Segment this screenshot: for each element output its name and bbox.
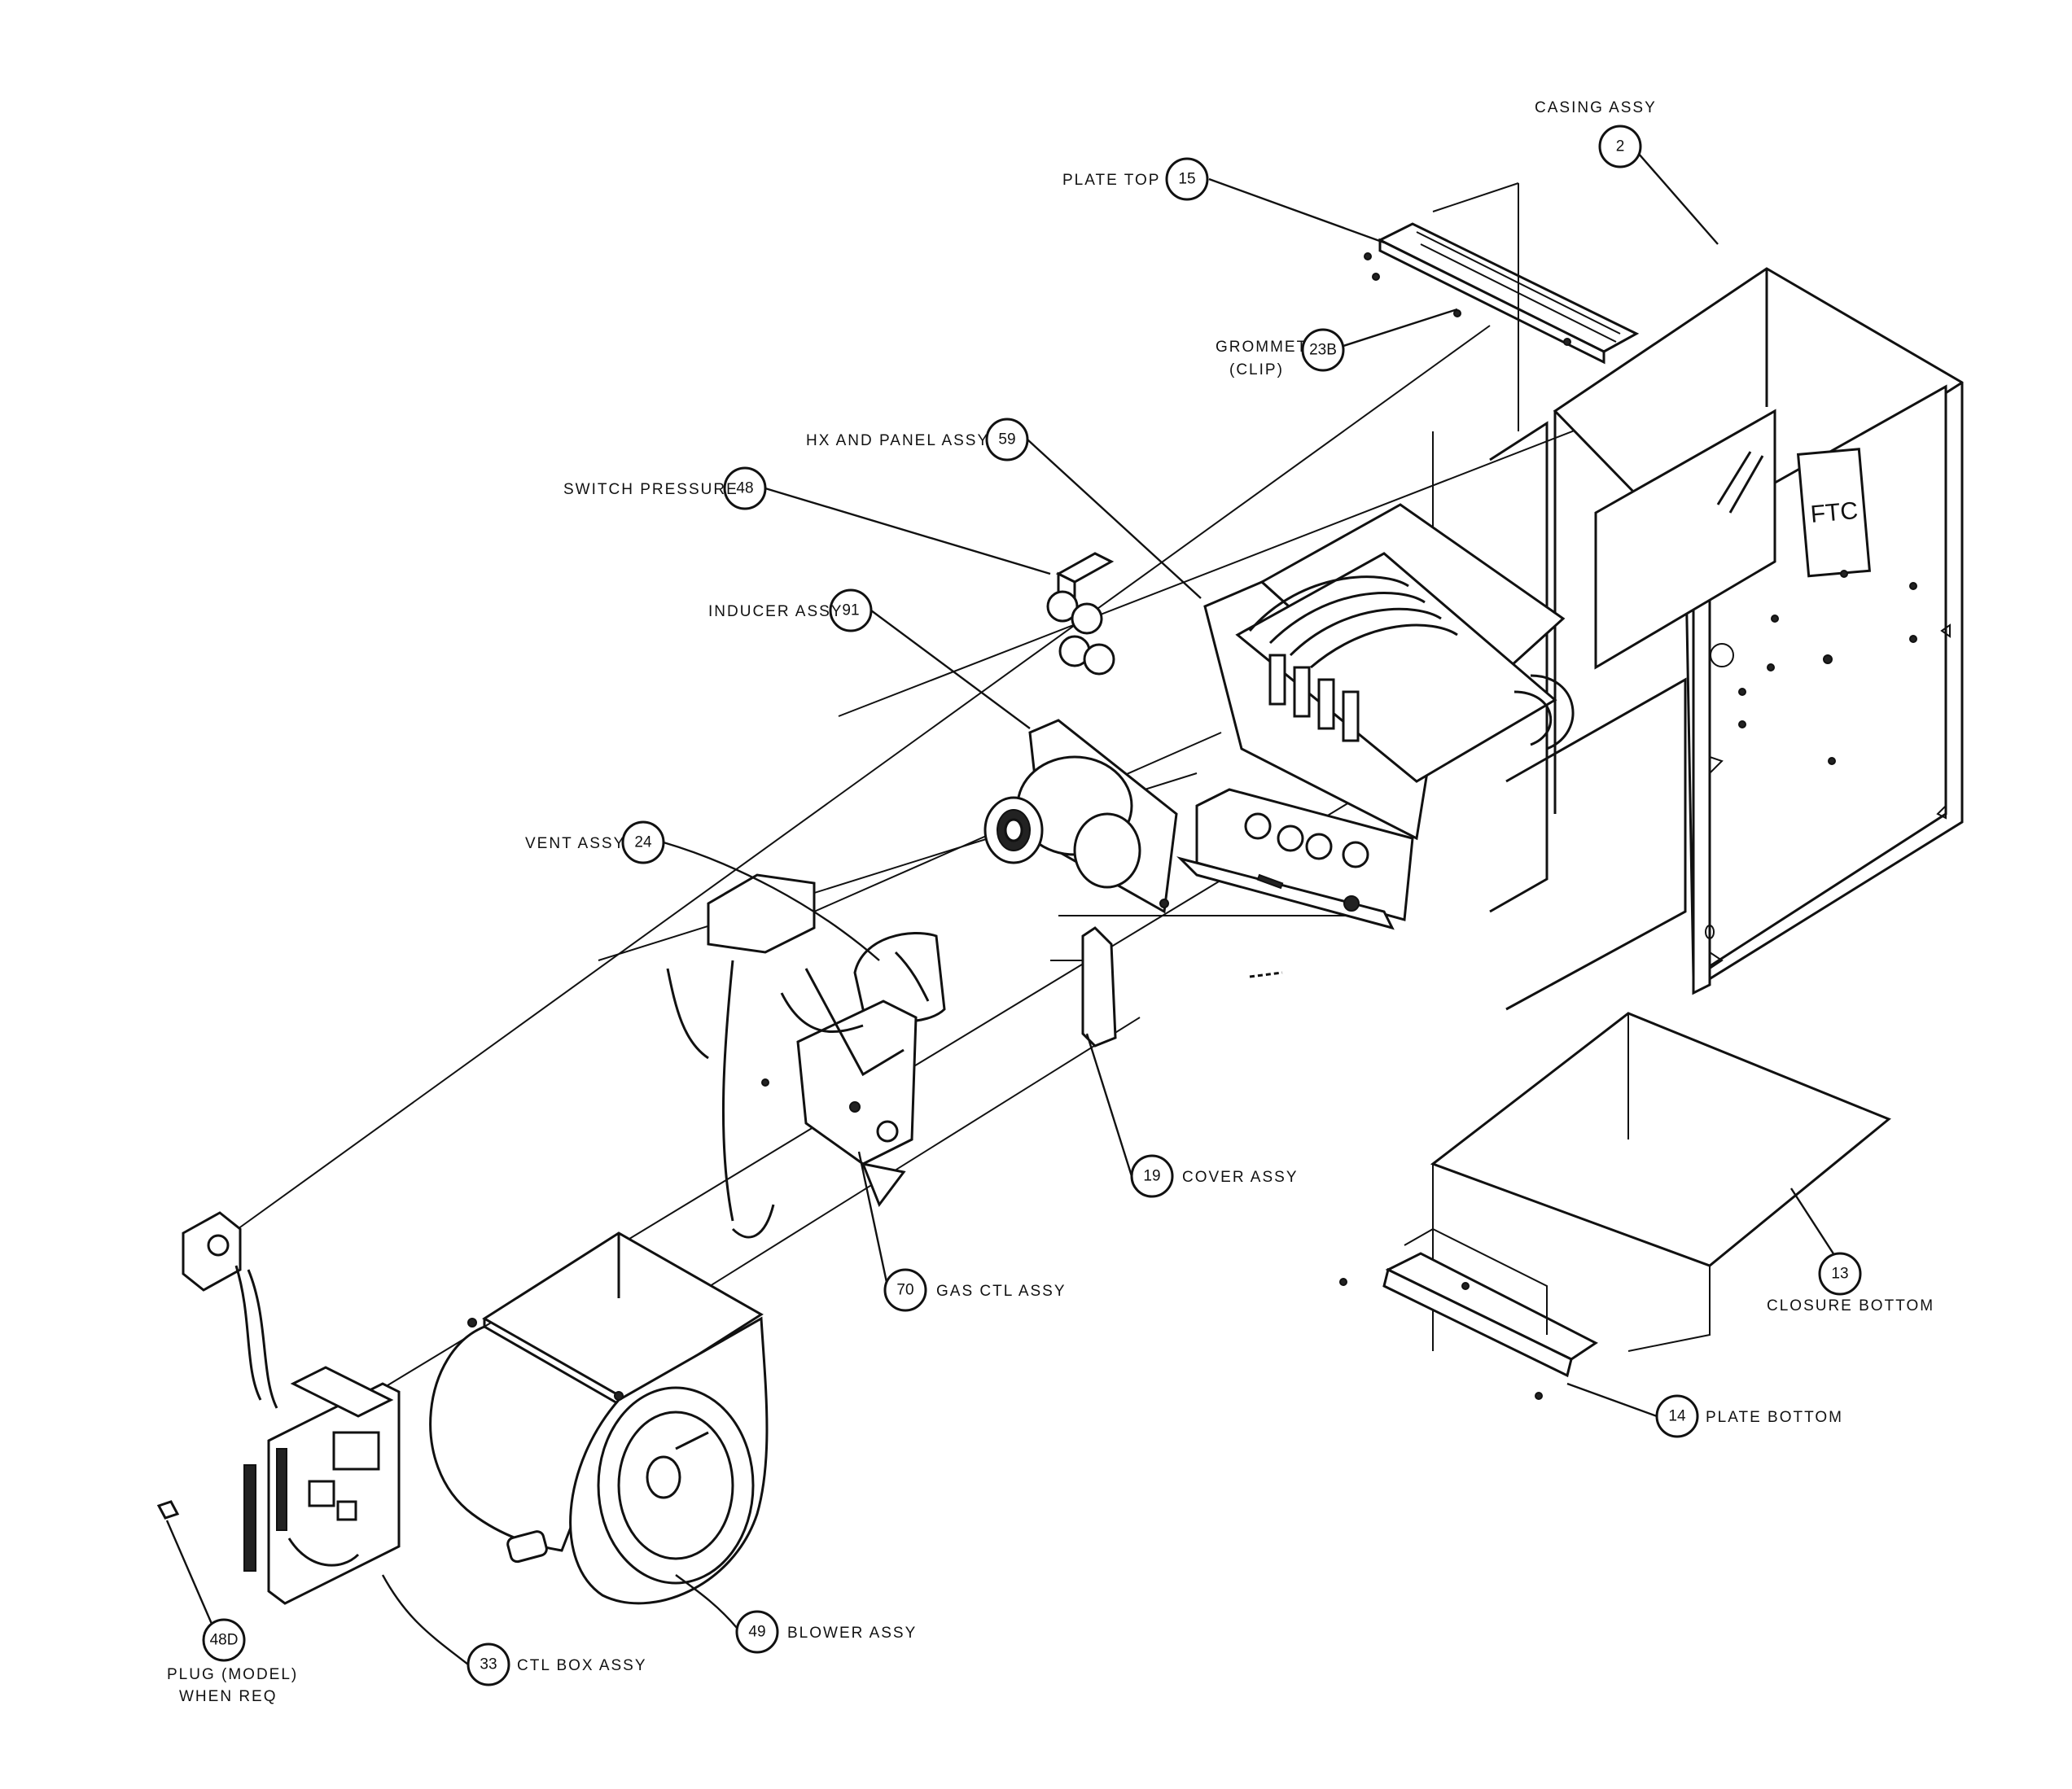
callout-grommet-label: GROMMET	[1216, 339, 1308, 356]
callout-ctl-box-number: 33	[480, 1656, 497, 1673]
callout-vent-bubble	[621, 820, 665, 864]
callout-casing-assy: 2 CASING ASSY	[1535, 99, 1719, 245]
callout-inducer-bubble	[829, 588, 873, 632]
control-box-part	[156, 1211, 401, 1605]
callout-vent-label: VENT ASSY	[525, 835, 625, 852]
projection-lines	[231, 325, 1678, 1409]
callout-casing-label: CASING ASSY	[1535, 99, 1657, 116]
callout-plate-bottom-bubble	[1655, 1394, 1699, 1438]
callout-inducer: 91 INDUCER ASSY	[708, 588, 1031, 729]
callout-switch-pressure-number: 48	[736, 480, 753, 497]
callout-plate-top-number: 15	[1178, 171, 1195, 188]
casing-assembly	[1489, 267, 1964, 1011]
callout-grommet-bubble	[1301, 328, 1345, 372]
callout-blower-label: BLOWER ASSY	[787, 1625, 917, 1642]
callout-ctl-box: 33 CTL BOX ASSY	[381, 1574, 647, 1686]
callout-closure-bottom-label: CLOSURE BOTTOM	[1767, 1297, 1934, 1314]
inducer-part	[983, 719, 1178, 914]
callout-plate-bottom: 14 PLATE BOTTOM	[1566, 1382, 1843, 1438]
callout-plug-label-2: WHEN REQ	[179, 1688, 278, 1705]
blower-part	[429, 1231, 769, 1605]
callout-inducer-label: INDUCER ASSY	[708, 603, 843, 620]
callout-grommet: 23B GROMMET (CLIP)	[1216, 308, 1458, 378]
callout-gas-ctl: 70 GAS CTL ASSY	[857, 1151, 1067, 1312]
callout-inducer-number: 91	[842, 602, 859, 619]
cover-part	[1050, 926, 1283, 1048]
callout-hx-panel-bubble	[985, 418, 1029, 461]
plate-bottom-part	[1339, 1227, 1598, 1400]
callout-cover-label: COVER ASSY	[1182, 1169, 1299, 1186]
callout-cover-bubble	[1130, 1154, 1174, 1198]
callout-plug-number: 48D	[210, 1632, 239, 1649]
callout-plate-bottom-number: 14	[1668, 1408, 1686, 1425]
callout-plug-bubble	[202, 1618, 246, 1662]
callout-switch-pressure: 48 SWITCH PRESSURE	[563, 466, 1051, 575]
callout-blower-number: 49	[748, 1624, 765, 1641]
callout-plug-label: PLUG (MODEL)	[167, 1666, 298, 1683]
callout-plate-top-label: PLATE TOP	[1062, 172, 1160, 189]
callout-casing-number: 2	[1616, 138, 1625, 155]
callout-blower: 49 BLOWER ASSY	[675, 1574, 917, 1654]
callout-ctl-box-label: CTL BOX ASSY	[517, 1657, 647, 1674]
callout-ctl-box-bubble	[467, 1642, 510, 1686]
callout-switch-pressure-label: SWITCH PRESSURE	[563, 481, 738, 498]
switch-pressure-part	[1046, 552, 1115, 676]
callout-gas-ctl-label: GAS CTL ASSY	[936, 1283, 1067, 1300]
callout-gas-ctl-number: 70	[896, 1282, 913, 1299]
callout-closure-bottom-bubble	[1818, 1252, 1862, 1296]
callout-cover: 19 COVER ASSY	[1085, 1033, 1299, 1198]
callout-cover-number: 19	[1143, 1168, 1160, 1185]
callout-plate-top-bubble	[1165, 157, 1209, 201]
heat-exchanger-part	[1176, 503, 1575, 930]
callout-switch-pressure-bubble	[723, 466, 767, 510]
callout-blower-bubble	[735, 1610, 779, 1654]
plate-top-part	[1364, 182, 1640, 562]
callout-grommet-label-2: (CLIP)	[1229, 361, 1284, 378]
closure-bottom-part	[1430, 1012, 1891, 1352]
callout-grommet-number: 23B	[1309, 342, 1337, 359]
callout-vent-number: 24	[634, 834, 652, 851]
callout-closure-bottom-number: 13	[1831, 1266, 1848, 1283]
callout-vent: 24 VENT ASSY	[525, 820, 880, 961]
callout-hx-panel-number: 59	[998, 431, 1015, 448]
gas-control-part	[666, 873, 918, 1239]
callout-gas-ctl-bubble	[883, 1268, 927, 1312]
callout-plate-bottom-label: PLATE BOTTOM	[1706, 1409, 1843, 1426]
callout-hx-panel-label: HX AND PANEL ASSY	[806, 432, 989, 449]
callout-casing-bubble	[1598, 125, 1642, 168]
ftc-logo-text: FTC	[1810, 497, 1860, 528]
callout-hx-panel: 59 HX AND PANEL ASSY	[806, 418, 1202, 599]
callout-plug: 48D PLUG (MODEL) WHEN REQ	[165, 1520, 298, 1705]
callout-plate-top: 15 PLATE TOP	[1062, 157, 1385, 244]
ftc-logo: FTC	[1810, 497, 1860, 528]
callout-closure-bottom: 13 CLOSURE BOTTOM	[1767, 1188, 1934, 1314]
